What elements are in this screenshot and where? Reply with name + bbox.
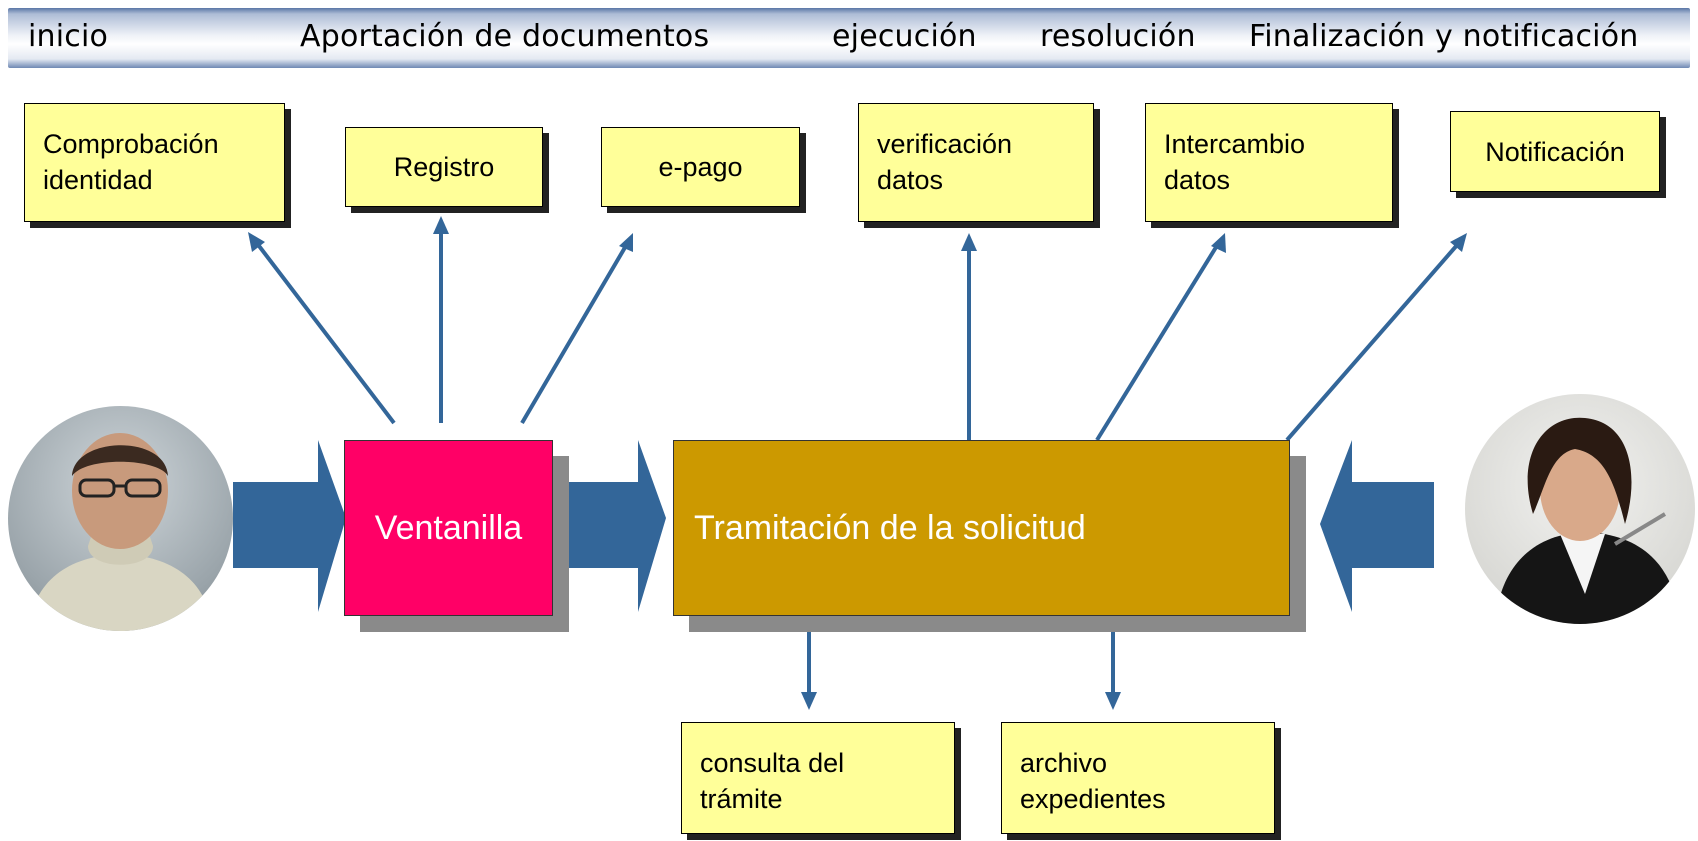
box-label: Notificación [1485,136,1625,167]
phase-inicio: inicio [28,19,109,54]
citizen-figure [28,433,213,631]
box-notificacion: Notificación [1450,111,1660,192]
box-line: Intercambio [1164,129,1306,159]
tramitacion-label: Tramitación de la solicitud [694,508,1086,547]
box-line: identidad [43,165,153,195]
box-line: datos [877,165,944,195]
box-line: trámite [700,784,783,814]
tramitacion-block: Tramitación de la solicitud [673,440,1290,616]
ventanilla-label: Ventanilla [374,508,523,547]
box-label: e-pago [658,152,743,182]
box-verificacion-datos: verificación datos [858,103,1094,222]
arrow-to-epago [520,242,629,425]
box-epago: e-pago [601,127,800,207]
arrow-to-intercambio [1095,242,1220,442]
clerk-figure [1495,417,1680,624]
phase-resolucion: resolución [1040,19,1196,54]
box-registro: Registro [345,127,543,207]
box-label: Registro [393,152,495,182]
box-line: consulta del [700,748,845,778]
box-comprobacion-identidad: Comprobación identidad [24,103,285,222]
box-consulta-tramite: consulta del trámite [681,722,955,834]
arrow-to-comprobacion [254,240,396,425]
clerk-photo [1465,394,1695,624]
box-line: archivo [1020,748,1108,778]
phase-header-band [8,8,1690,68]
box-line: verificación [877,129,1013,159]
box-line: datos [1164,165,1231,195]
big-arrow-middle [552,440,666,612]
citizen-photo [8,406,233,631]
arrow-to-notificacion [1285,242,1460,442]
big-arrow-left [233,440,346,612]
box-line: expedientes [1020,784,1166,814]
ventanilla-block: Ventanilla [344,440,553,616]
box-line: Comprobación [43,129,219,159]
box-intercambio-datos: Intercambio datos [1145,103,1393,222]
big-arrow-right [1320,440,1434,612]
phase-aportacion: Aportación de documentos [300,19,710,54]
box-archivo-expedientes: archivo expedientes [1001,722,1275,834]
phase-ejecucion: ejecución [832,19,977,54]
phase-finalizacion: Finalización y notificación [1249,19,1639,54]
